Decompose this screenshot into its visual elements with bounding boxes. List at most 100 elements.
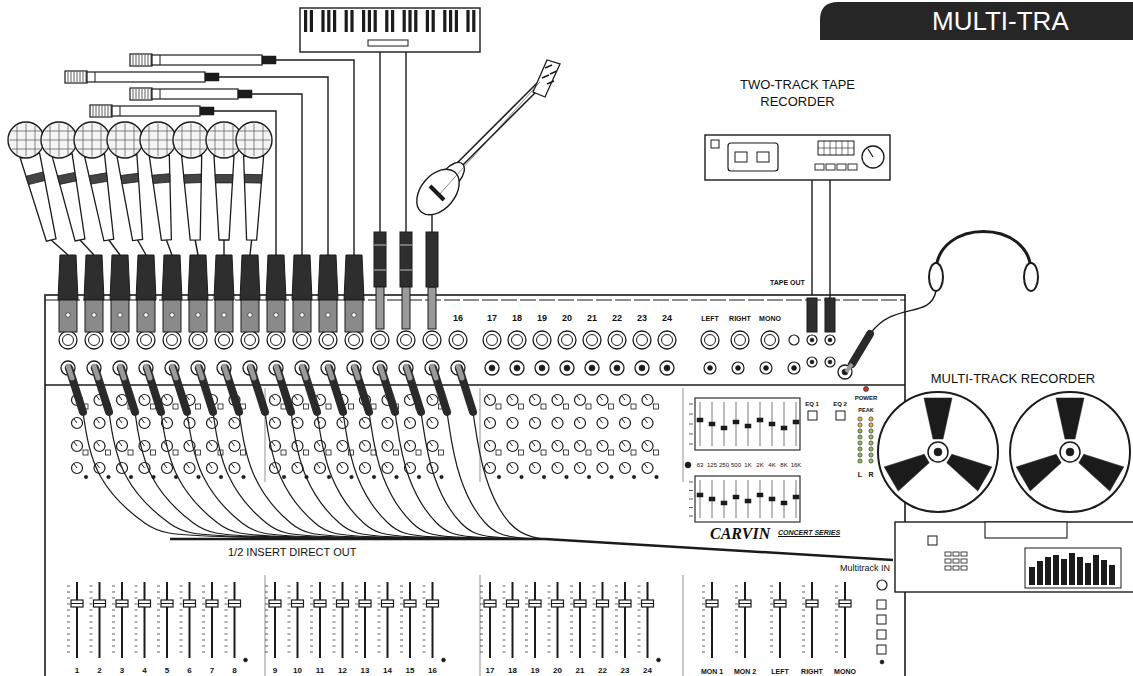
condenser-head [130, 88, 152, 100]
tape-reel [1010, 392, 1130, 512]
knob-pointer [142, 442, 145, 446]
fader-cap [642, 600, 654, 607]
condenser-grille [105, 106, 106, 116]
channel-knob [72, 418, 83, 429]
fader-cap-line [706, 603, 718, 604]
channel-knob [485, 441, 496, 452]
channel-knob [552, 441, 563, 452]
fader-tick [265, 604, 268, 605]
fader-tick [480, 604, 483, 605]
condenser-body [112, 106, 200, 116]
fader-tick [423, 628, 426, 629]
xlr-jack [583, 331, 601, 349]
knob-pointer [295, 464, 298, 468]
knob-pointer [532, 442, 535, 446]
eq-frequency: 8K [780, 462, 787, 468]
channel-led [632, 475, 636, 479]
meter-led [858, 447, 862, 451]
guitar-plug [426, 232, 438, 287]
fader-tick [480, 628, 483, 629]
eq-frequency: 500 [731, 462, 741, 468]
mic-grille [35, 126, 36, 155]
knob-pointer [232, 419, 235, 423]
guitar-pickup [430, 186, 444, 200]
fader-tick [90, 646, 93, 647]
knob-pointer [555, 396, 558, 400]
xlr-jack [608, 331, 626, 349]
mic-cable [219, 77, 328, 255]
channel-switch [519, 404, 524, 409]
tape-recorder-box: TWO-TRACK TAPE RECORDER [705, 135, 890, 180]
channel-led [520, 475, 524, 479]
eq-slider-cap [793, 420, 799, 424]
fader-track [319, 582, 321, 658]
xlr-plug [58, 255, 78, 300]
channel-knob [337, 418, 348, 429]
fader-tick [525, 604, 528, 605]
eq-slider-cap [781, 501, 787, 505]
fader-tick [548, 592, 551, 593]
eq-slider-track [700, 402, 701, 446]
channel-switch [496, 450, 501, 455]
knob-pointer [577, 442, 580, 446]
channel-knob [552, 463, 563, 474]
master-fader-label: MON 2 [734, 668, 756, 675]
trs-jack [635, 361, 649, 375]
master-fader-label: LEFT [771, 668, 789, 675]
mic-grille [240, 149, 269, 150]
fader-cap [404, 600, 416, 607]
fader-tick [802, 604, 805, 605]
fader-tick [480, 634, 483, 635]
channel-number: 6 [187, 667, 191, 675]
fader-tick [615, 598, 618, 599]
xlr-jack-inner [637, 335, 648, 346]
condenser-grille [68, 72, 69, 82]
fader-tick [548, 616, 551, 617]
fader-tick [202, 586, 205, 587]
fader-tick [735, 604, 738, 605]
recorder-key [961, 552, 967, 556]
condenser-grille [151, 89, 152, 99]
fader-tick [480, 598, 483, 599]
eq-button [836, 411, 845, 420]
reel-spoke [1056, 398, 1084, 439]
fader-tick [548, 652, 551, 653]
xlr-plug-latch [222, 313, 226, 317]
knob-pointer [600, 464, 603, 468]
meter-led [858, 441, 862, 445]
master-fader-label: RIGHT [801, 668, 823, 675]
fader-tick [802, 652, 805, 653]
fader-tick [90, 628, 93, 629]
fader-tick [638, 634, 641, 635]
fader-tick [615, 604, 618, 605]
mixer-body [45, 295, 905, 676]
mic-grille [26, 123, 27, 156]
fader-tick [503, 640, 506, 641]
fader-tick [802, 592, 805, 593]
eq-slider-track [724, 402, 725, 446]
channel-switch [326, 404, 331, 409]
knob-pointer [577, 419, 580, 423]
mixer-illustration [45, 295, 905, 676]
fader-tick [702, 646, 705, 647]
recorder-key [945, 559, 951, 563]
tape-jack [825, 335, 835, 345]
fader-tick [735, 622, 738, 623]
fader-tick [112, 604, 115, 605]
fader-tick [288, 646, 291, 647]
fader-tick [112, 610, 115, 611]
headphone-plug-tip [846, 364, 852, 372]
fader-tick [378, 616, 381, 617]
xlr-jack [658, 331, 676, 349]
eq-slider-cap [721, 501, 727, 505]
fader-track [144, 582, 146, 658]
fader-tick [570, 604, 573, 605]
fader-tick [90, 598, 93, 599]
mic-cable [252, 94, 302, 255]
fader-tick [835, 640, 838, 641]
fader-tick [570, 628, 573, 629]
trs-jack [485, 361, 499, 375]
fader-tick [157, 634, 160, 635]
fader-tick [202, 628, 205, 629]
channel-knob [405, 441, 416, 452]
